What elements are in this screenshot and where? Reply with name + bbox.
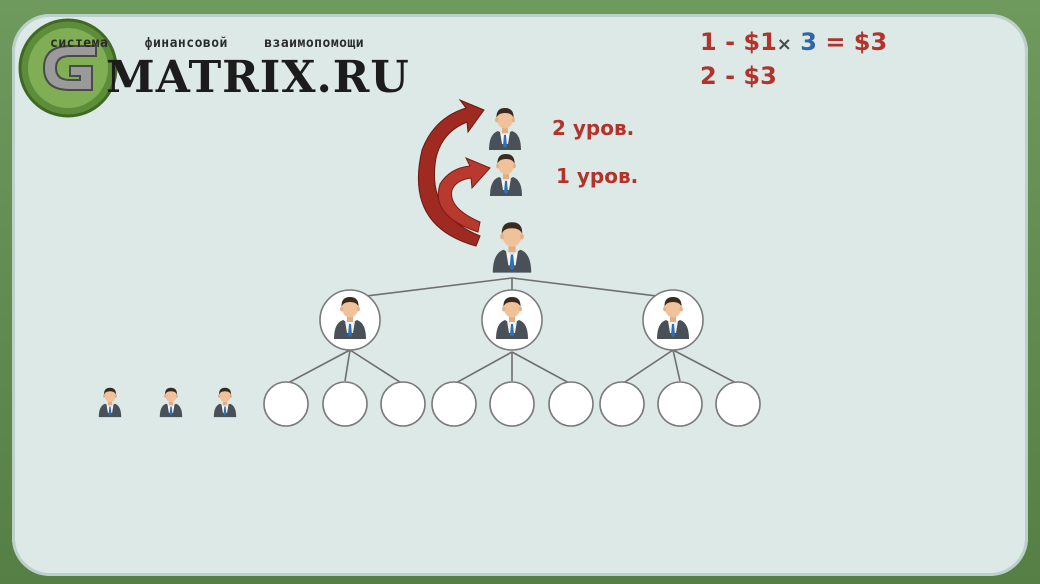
formula-dash: - [725,62,736,90]
level-2-label: 2 уров. [552,116,635,140]
person-icon-waiting [159,387,183,418]
person-icon-level1 [490,154,522,196]
person-icon-level2 [489,108,521,150]
formula-line-2: 2 - $3 [700,62,777,90]
formula-amount: $1 [743,28,777,56]
formula-line-1: 1 - $1× 3 = $3 [700,28,887,56]
tree-node [319,289,381,351]
formula-result: $3 [853,28,888,56]
formula-level: 2 [700,62,717,90]
person-icon-root [492,222,532,273]
empty-circle [431,381,477,427]
curved-arrow-icon [437,157,491,233]
empty-circle [380,381,426,427]
tree-connectors [285,277,739,385]
tree-node [481,289,543,351]
logo-subtitle: система финансовой взаимопомощи [50,36,365,51]
formula-level: 1 [700,28,717,56]
logo-name: MATRIX.RU [106,52,410,103]
empty-circle [657,381,703,427]
tree-node [642,289,704,351]
curved-arrow-icon [418,98,485,247]
person-icon-waiting [213,387,237,418]
formula-amount: $3 [743,62,777,90]
formula-multiplier: 3 [800,28,817,56]
formula-dash: - [725,28,736,56]
empty-circle [548,381,594,427]
level-1-label: 1 уров. [556,164,639,188]
empty-circle [489,381,535,427]
empty-circle [322,381,368,427]
empty-circle [263,381,309,427]
empty-slots [263,381,761,427]
empty-circle [715,381,761,427]
empty-circle [599,381,645,427]
formula-times: × [776,34,792,55]
logo-emblem [18,18,118,118]
person-icon-waiting [98,387,122,418]
formula-equals: = [825,28,846,56]
